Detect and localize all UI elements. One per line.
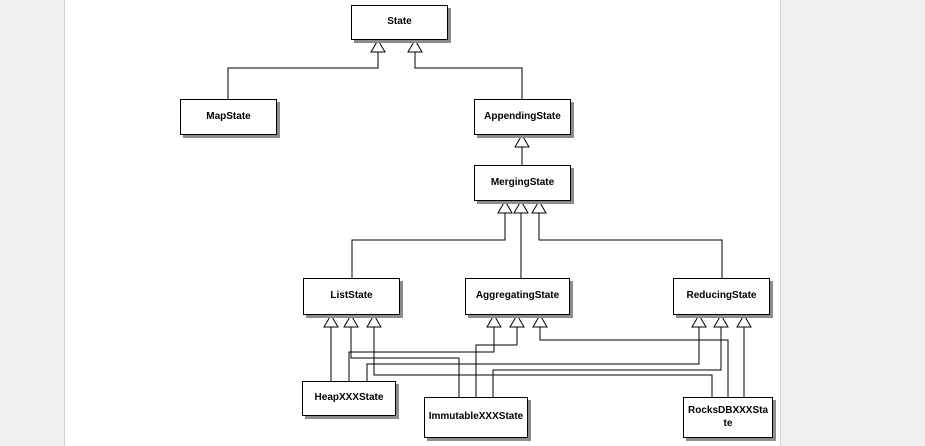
class-node-state: State — [351, 5, 448, 40]
generalization-arrow-icon — [366, 314, 382, 328]
generalization-arrow-icon — [407, 39, 423, 53]
inheritance-edge-appending-state-to-state — [414, 52, 523, 99]
class-node-appending-state: AppendingState — [474, 99, 571, 135]
class-node-merging-state: MergingState — [474, 165, 571, 201]
class-node-heap-xxx-state: HeapXXXState — [302, 381, 396, 416]
inheritance-edge-list-state-to-merging-state — [351, 213, 506, 278]
class-node-immutable-xxx-state: ImmutableXXXState — [424, 397, 528, 438]
inheritance-edge-heap-xxx-state-to-aggregating-state — [348, 327, 495, 381]
generalization-arrow-icon — [532, 314, 548, 328]
generalization-arrow-icon — [509, 314, 525, 328]
generalization-arrow-icon — [343, 314, 359, 328]
class-name-label: State — [387, 16, 412, 28]
inheritance-edge-heap-xxx-state-to-reducing-state — [366, 327, 700, 381]
generalization-arrow-icon — [713, 314, 729, 328]
class-node-list-state: ListState — [303, 278, 400, 315]
class-node-map-state: MapState — [180, 99, 277, 135]
generalization-arrow-icon — [531, 200, 547, 214]
generalization-arrow-icon — [323, 314, 339, 328]
generalization-arrow-icon — [497, 200, 513, 214]
diagram-canvas — [64, 0, 781, 446]
class-name-label: RocksDBXXXState — [687, 405, 769, 429]
class-name-label: MapState — [206, 110, 251, 122]
class-name-label: HeapXXXState — [314, 392, 384, 404]
class-name-label: MergingState — [490, 176, 555, 188]
inheritance-edge-immutable-xxx-state-to-list-state — [350, 327, 460, 397]
generalization-arrow-icon — [370, 39, 386, 53]
class-name-label: AggregatingState — [475, 290, 560, 302]
class-node-reducing-state: ReducingState — [673, 278, 770, 315]
class-node-aggregating-state: AggregatingState — [465, 278, 570, 315]
class-name-label: ListState — [330, 290, 373, 302]
inheritance-edge-rocksdb-xxx-state-to-list-state — [373, 327, 713, 397]
generalization-arrow-icon — [736, 314, 752, 328]
generalization-arrow-icon — [486, 314, 502, 328]
inheritance-edge-immutable-xxx-state-to-reducing-state — [492, 327, 722, 397]
inheritance-edge-reducing-state-to-merging-state — [538, 213, 723, 278]
inheritance-edge-rocksdb-xxx-state-to-aggregating-state — [539, 327, 729, 397]
inheritance-edge-map-state-to-state — [227, 52, 379, 99]
class-node-rocksdb-xxx-state: RocksDBXXXState — [683, 397, 773, 438]
generalization-arrow-icon — [513, 200, 529, 214]
generalization-arrow-icon — [691, 314, 707, 328]
generalization-arrow-icon — [514, 134, 530, 148]
inheritance-edge-immutable-xxx-state-to-aggregating-state — [475, 327, 518, 397]
class-name-label: AppendingState — [484, 110, 561, 122]
class-name-label: ReducingState — [686, 290, 757, 302]
class-name-label: ImmutableXXXState — [428, 411, 524, 423]
